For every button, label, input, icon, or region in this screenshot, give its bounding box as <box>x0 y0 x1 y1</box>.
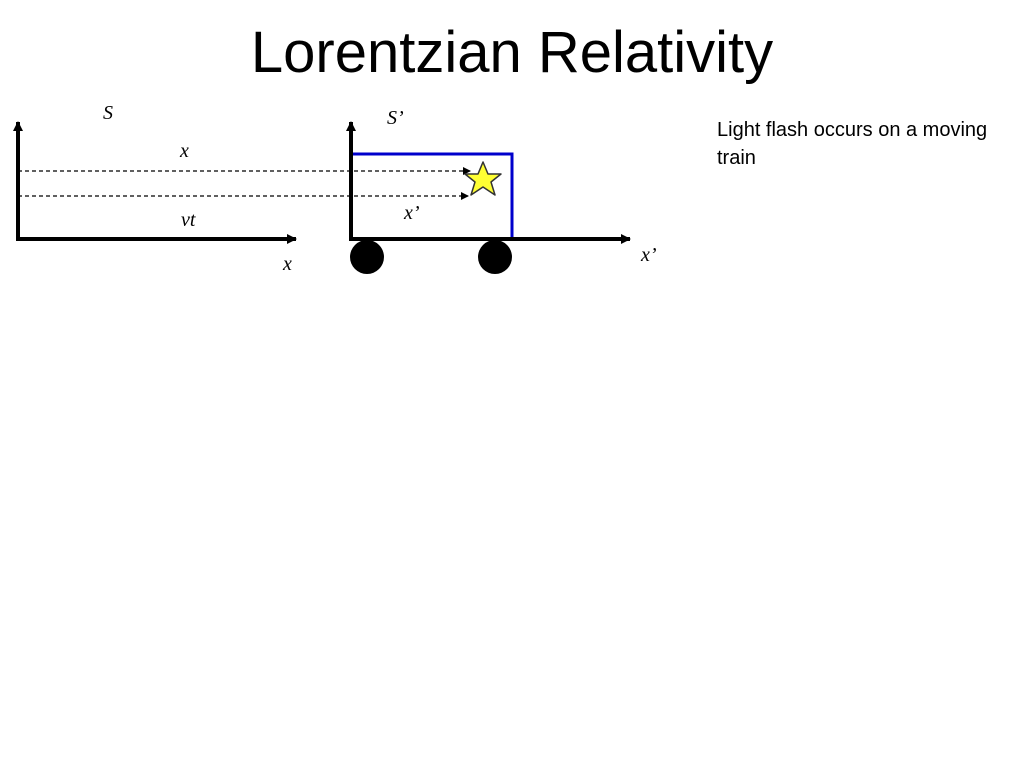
slide-title: Lorentzian Relativity <box>250 20 774 85</box>
frame-s-prime: S’ x’ <box>346 107 657 274</box>
front-wheel-icon <box>350 240 384 274</box>
frame-s: S x <box>13 102 297 275</box>
star-icon <box>464 161 502 196</box>
train-car-outline <box>351 152 514 238</box>
distance-arrows: x vt x’ <box>18 140 471 231</box>
s-prime-axis-label: x’ <box>640 244 657 266</box>
caption-text: Light flash occurs on a moving train <box>717 119 988 169</box>
s-axis-label: x <box>282 253 292 275</box>
s-frame-label: S <box>103 102 113 124</box>
x-prime-distance-label: x’ <box>403 202 420 224</box>
x-distance-label: x <box>179 140 189 162</box>
vt-distance-label: vt <box>181 209 196 231</box>
rear-wheel-icon <box>478 240 512 274</box>
s-prime-frame-label: S’ <box>387 107 404 129</box>
